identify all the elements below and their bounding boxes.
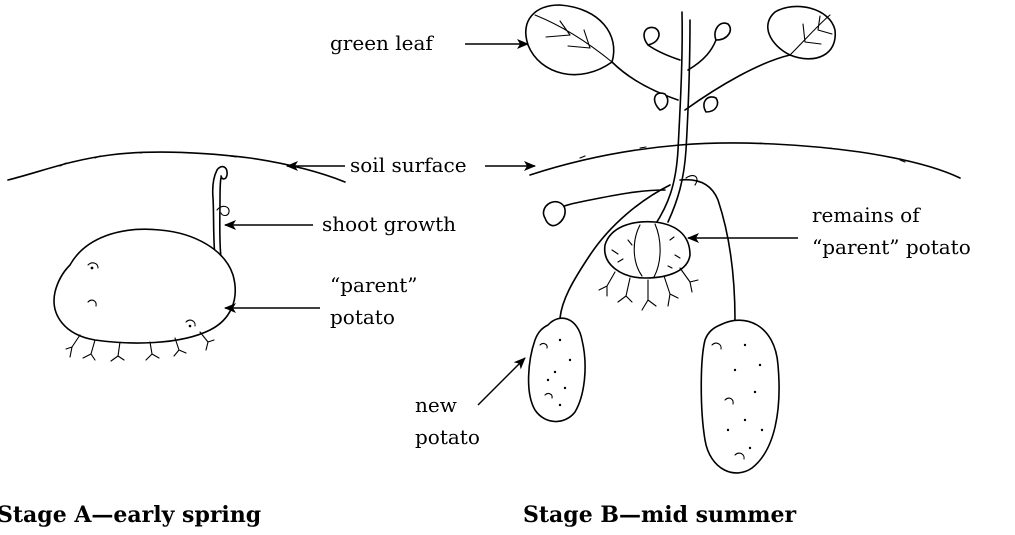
arrow-new-potato — [478, 358, 525, 405]
stage-b-green-leaf-right — [768, 6, 835, 58]
stage-b-soil-surface-line — [530, 143, 960, 178]
stage-b-new-potato-left — [529, 318, 586, 421]
label-green-leaf: green leaf — [330, 31, 434, 55]
label-new-potato-line1: new — [415, 393, 457, 417]
stage-a-illustration — [8, 152, 345, 361]
stage-b-parent-potato-remains — [605, 222, 690, 278]
label-parent-potato-line2: potato — [330, 305, 395, 329]
label-new-potato-line2: potato — [415, 425, 480, 449]
caption-stage-b: Stage B—mid summer — [523, 502, 797, 528]
label-remains-line1: remains of — [812, 203, 921, 227]
stage-b-green-leaf-left — [526, 5, 614, 75]
label-shoot-growth: shoot growth — [322, 212, 456, 236]
stage-a-parent-potato — [54, 229, 235, 343]
label-remains-line2: “parent” potato — [812, 235, 971, 259]
label-soil-surface: soil surface — [350, 153, 467, 177]
stage-b-new-potato-right — [701, 320, 779, 473]
caption-stage-a: Stage A—early spring — [0, 502, 261, 528]
label-parent-potato-line1: “parent” — [330, 273, 418, 297]
